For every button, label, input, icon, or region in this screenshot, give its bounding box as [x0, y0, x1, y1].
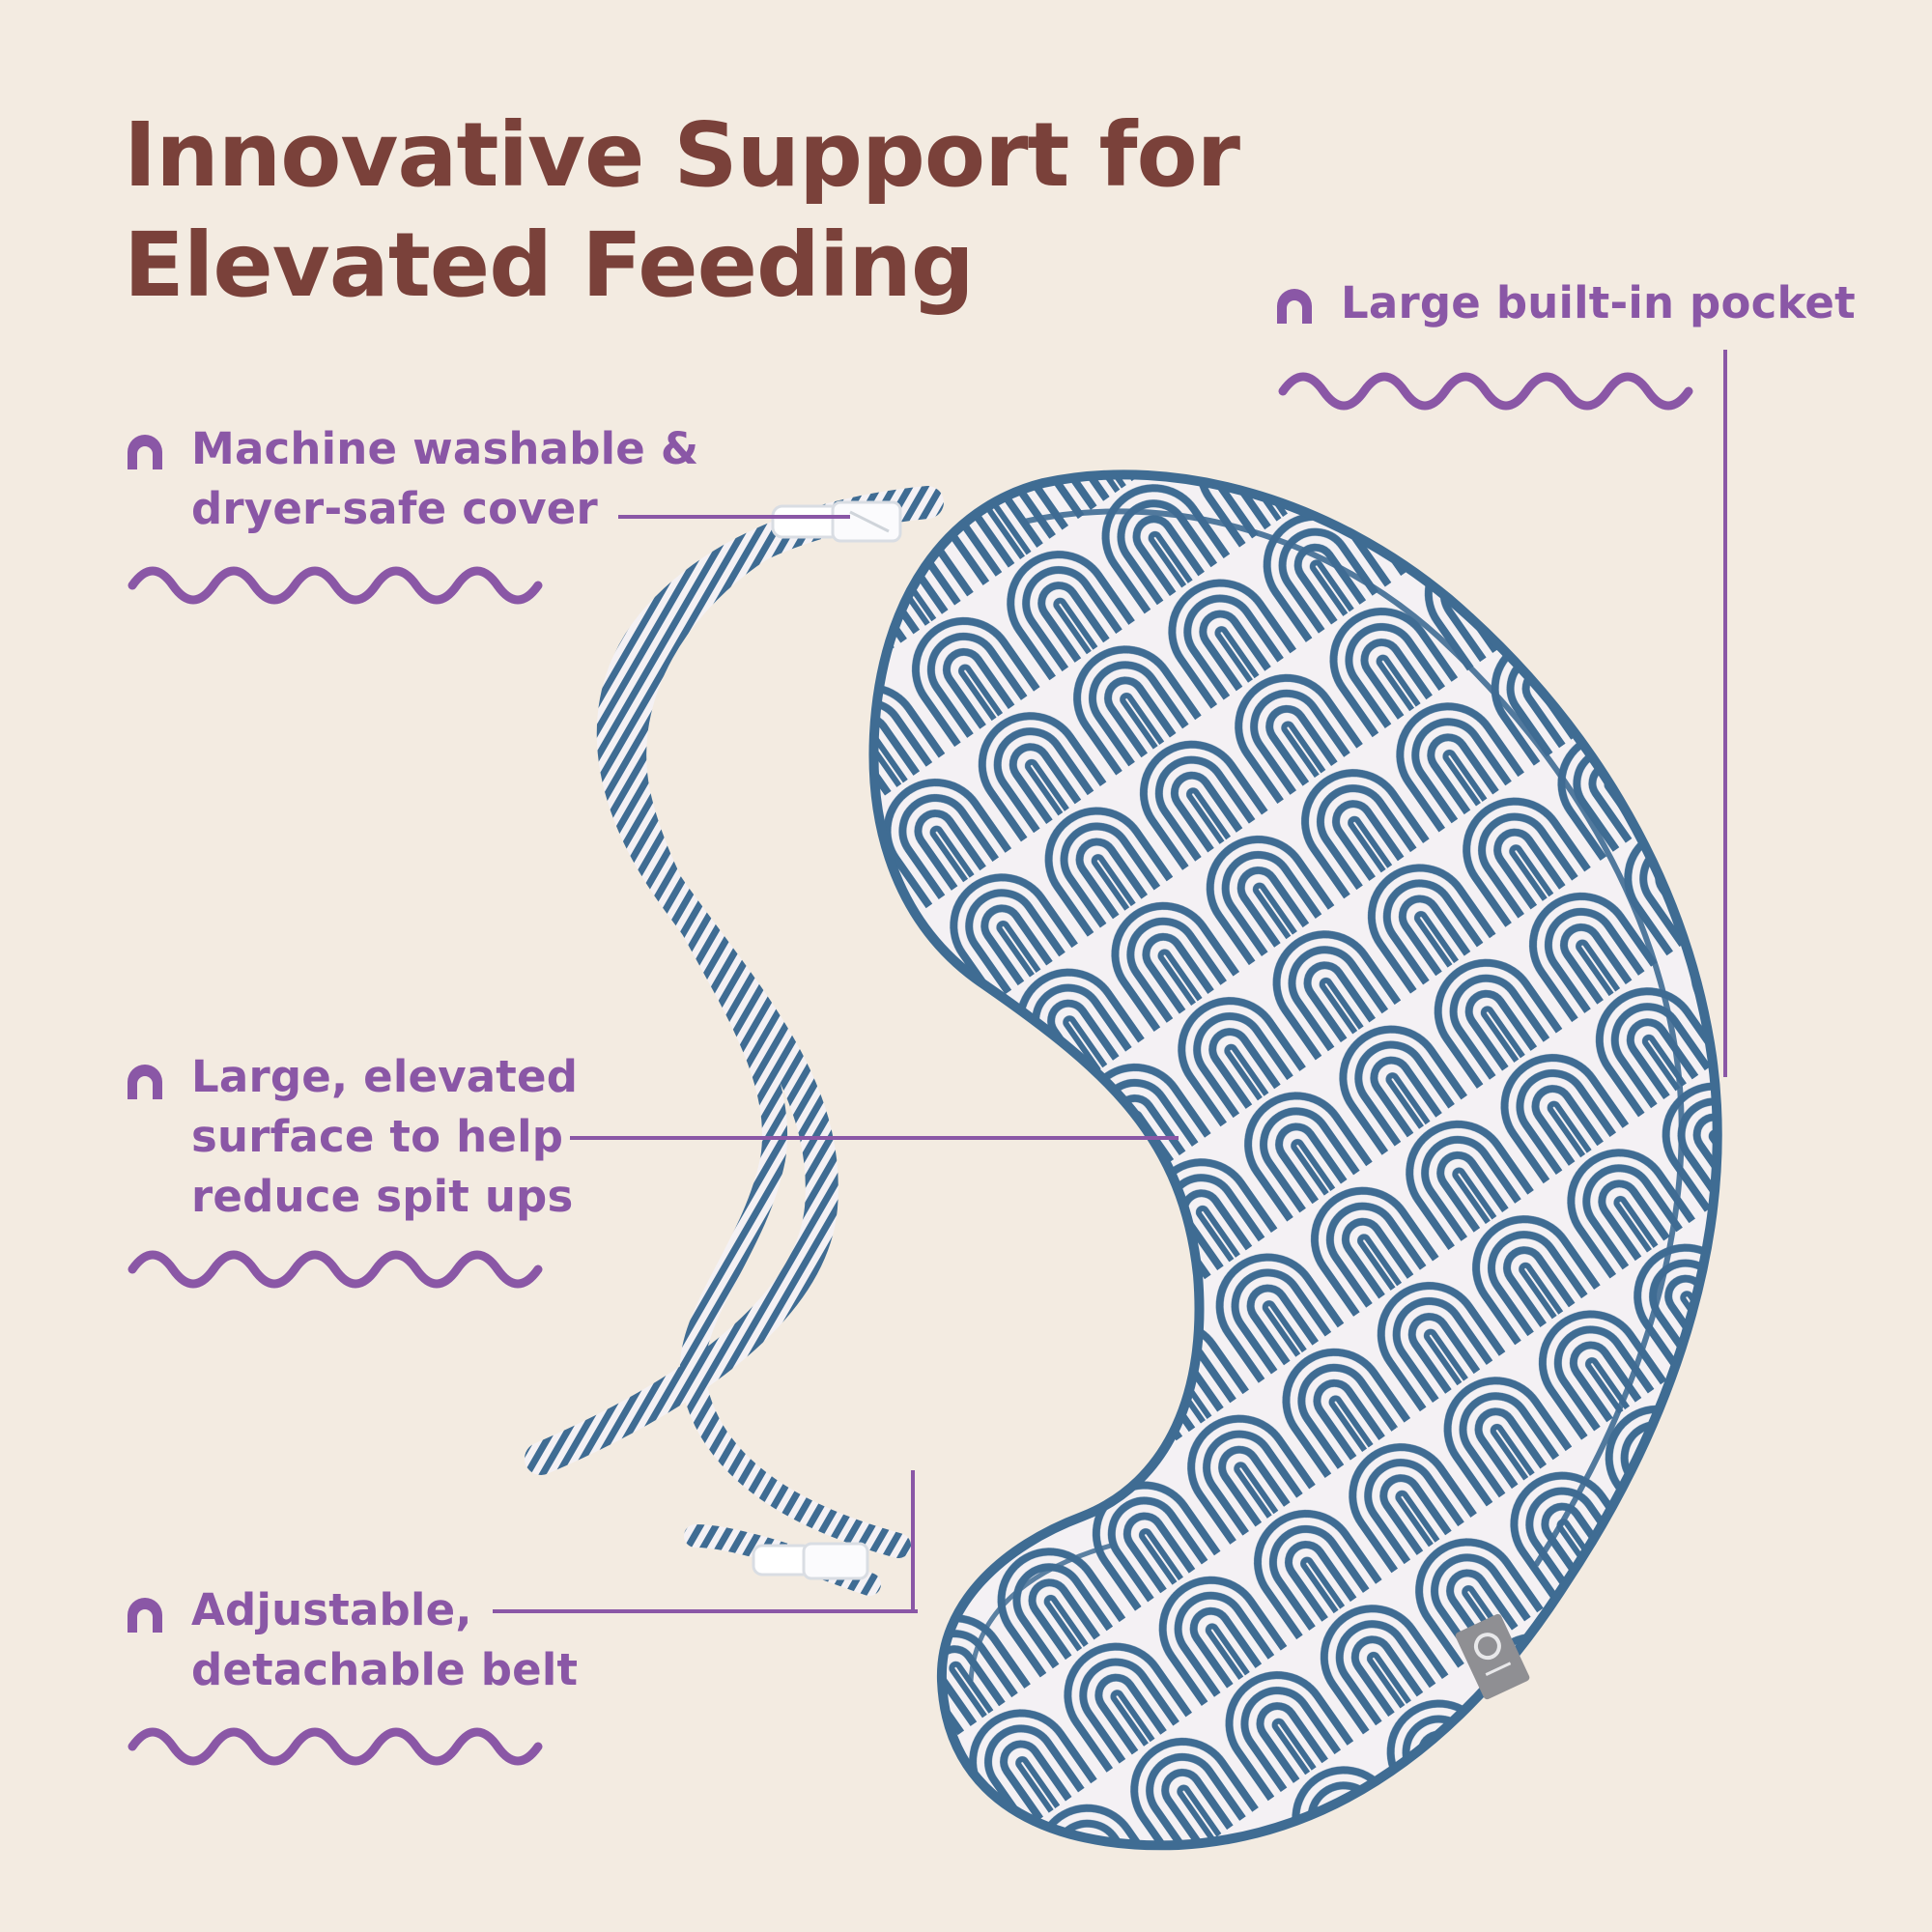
- buckle-top: [771, 500, 902, 543]
- feature-pocket-line-1: Large built-in pocket: [1341, 277, 1856, 328]
- pillow-bullet-icon: [128, 435, 162, 469]
- pillow-bullet-icon: [128, 1065, 162, 1099]
- belt-strap-middle: [621, 528, 911, 1558]
- pillow-bullet-icon: [128, 1598, 162, 1633]
- pillow-body: [868, 469, 1722, 1851]
- title-line-2: Elevated Feeding: [124, 213, 975, 317]
- feature-surface-line-1: Large, elevated: [191, 1051, 579, 1102]
- wavy-divider-surface: [128, 1250, 543, 1289]
- pillow-seam-bottom: [968, 1543, 1112, 1682]
- title-line-1: Innovative Support for: [124, 103, 1240, 207]
- pillow-bullet-icon: [1277, 289, 1312, 324]
- feature-belt-line-1: Adjustable,: [191, 1584, 472, 1635]
- wavy-divider-washable: [128, 566, 543, 605]
- feature-surface-line-3: reduce spit ups: [191, 1171, 574, 1222]
- feature-surface: Large, elevated surface to help reduce s…: [191, 1047, 578, 1227]
- brand-tag-icon: [1455, 1613, 1530, 1700]
- feature-belt-line-2: detachable belt: [191, 1644, 579, 1695]
- feature-surface-line-2: surface to help: [191, 1111, 564, 1162]
- feature-washable-line-2: dryer-safe cover: [191, 483, 598, 534]
- wavy-divider-pocket: [1278, 372, 1693, 411]
- feature-pocket: Large built-in pocket: [1341, 273, 1856, 333]
- buckle-bottom: [752, 1542, 869, 1580]
- page-title: Innovative Support for Elevated Feeding: [124, 100, 1283, 321]
- pillow-piping: [1023, 508, 1685, 1567]
- feature-washable: Machine washable & dryer-safe cover: [191, 419, 698, 539]
- feature-washable-line-1: Machine washable &: [191, 423, 699, 474]
- wavy-divider-belt: [128, 1727, 543, 1766]
- feature-belt: Adjustable, detachable belt: [191, 1580, 578, 1700]
